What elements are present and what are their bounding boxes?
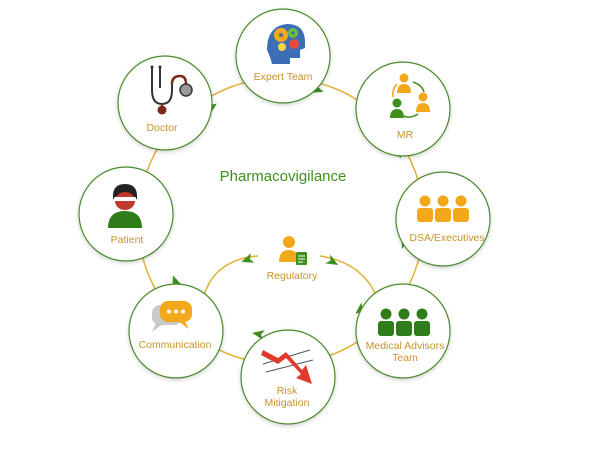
regulatory-node: Regulatory <box>267 236 319 282</box>
node-label-line-2: Team <box>392 352 418 364</box>
cycle-arrowhead <box>325 254 339 265</box>
patient-person-icon <box>108 184 142 228</box>
node-label: MR <box>397 129 414 141</box>
cycle-arrowhead <box>241 253 255 263</box>
node-label: Expert Team <box>254 71 313 83</box>
regulatory-label: Regulatory <box>267 270 319 282</box>
stethoscope-icon <box>150 65 193 115</box>
node-label-line-1: Risk <box>277 385 298 397</box>
node-label: Doctor <box>147 122 178 134</box>
node-label-line-1: Medical Advisors <box>366 340 445 352</box>
node-label: Patient <box>111 234 144 246</box>
node-dsa-executives: DSA/Executives <box>395 171 491 267</box>
three-people-icon <box>417 195 469 222</box>
regulatory-right-arc <box>319 255 377 297</box>
three-people-green-icon <box>378 308 430 336</box>
people-cycle-icon <box>390 73 430 118</box>
officer-with-document-icon <box>279 236 307 265</box>
falling-arrow-chart-icon <box>261 349 314 384</box>
node-risk-mitigation: Risk Mitigation <box>240 329 336 425</box>
regulatory-left-arc <box>202 255 259 300</box>
brain-gears-icon <box>267 24 305 64</box>
node-doctor: Doctor <box>117 55 213 151</box>
speech-bubbles-icon <box>152 301 192 332</box>
diagram-title: Pharmacovigilance <box>220 168 347 185</box>
node-patient: Patient <box>78 166 174 262</box>
node-expert-team: Expert Team <box>235 8 331 104</box>
node-communication: Communication <box>128 283 224 379</box>
node-label: Communication <box>139 339 212 351</box>
node-label: DSA/Executives <box>409 232 484 244</box>
node-mr: MR <box>355 61 451 157</box>
node-medical-advisors-team: Medical Advisors Team <box>355 283 451 379</box>
node-label-line-2: Mitigation <box>265 397 310 409</box>
